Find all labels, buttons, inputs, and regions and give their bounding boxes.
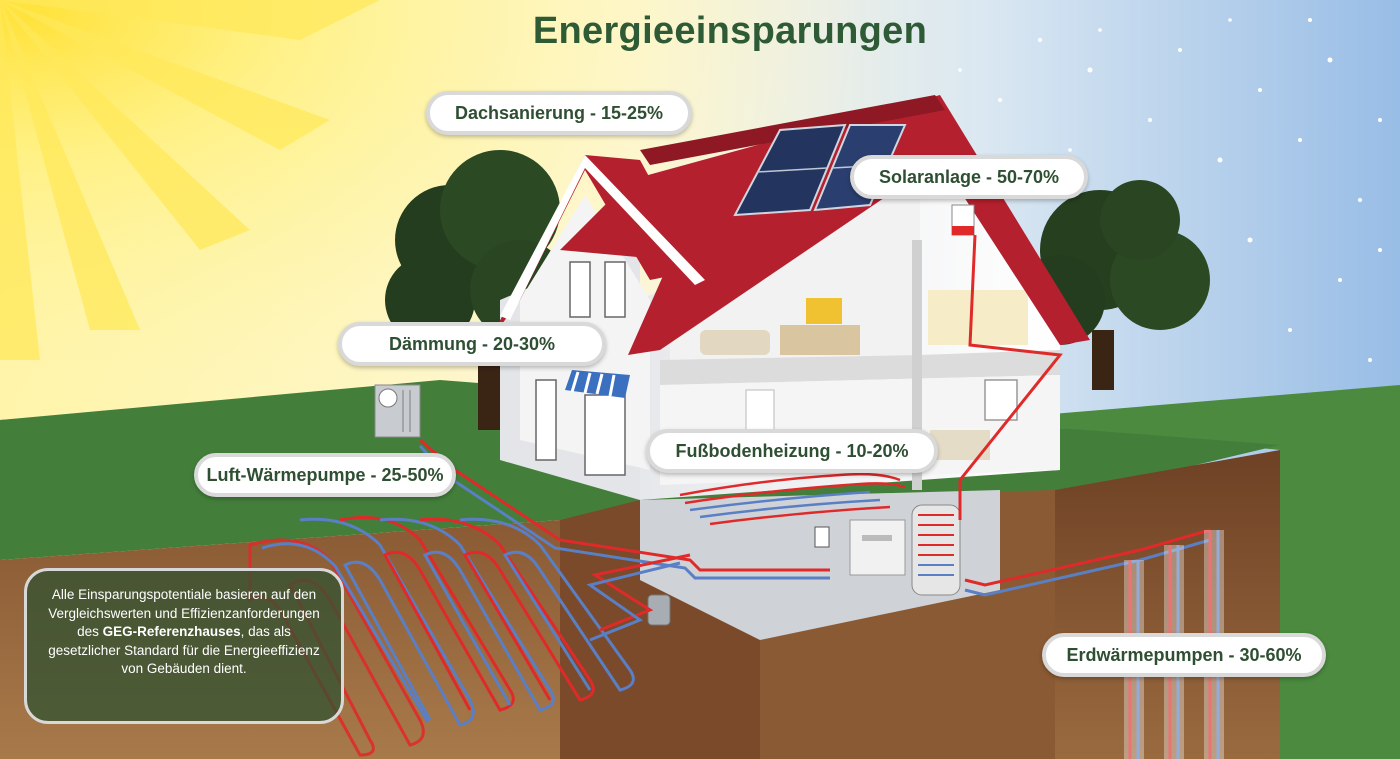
tv xyxy=(806,298,842,324)
fridge xyxy=(745,389,775,436)
awning-stripes xyxy=(570,371,616,397)
upper-floor-room xyxy=(670,170,920,360)
door xyxy=(535,379,557,461)
meter xyxy=(814,526,830,548)
patio-door xyxy=(584,394,626,476)
indoor-heat-pump xyxy=(849,519,906,576)
wall-divider xyxy=(912,240,922,490)
label-dachsanierung: Dachsanierung - 15-25% xyxy=(426,91,692,135)
label-solaranlage-text: Solaranlage - 50-70% xyxy=(878,166,1060,187)
note-text-part1: Alle Einsparungspotentiale basieren auf … xyxy=(48,587,320,639)
label-erdwaermepumpen: Erdwärmepumpen - 30-60% xyxy=(1042,633,1326,677)
soil-right-face xyxy=(1055,450,1280,759)
sun-rays xyxy=(0,0,380,360)
note-text-part2: , das als gesetzlicher Standard für die … xyxy=(48,624,320,676)
soil-front xyxy=(560,500,760,759)
label-daemmung: Dämmung - 20-30% xyxy=(338,322,606,366)
label-luft-waermepumpe-text: Luft-Wärmepumpe - 25-50% xyxy=(206,464,444,485)
window-right xyxy=(984,379,1018,421)
label-daemmung-text: Dämmung - 20-30% xyxy=(388,333,556,354)
info-note: Alle Einsparungspotentiale basieren auf … xyxy=(24,568,344,724)
gable-trim xyxy=(500,155,705,320)
front-gable-roof xyxy=(490,155,700,340)
note-text-bold: GEG-Referenzhauses xyxy=(102,624,241,639)
tv-stand xyxy=(780,325,860,355)
label-dachsanierung-text: Dachsanierung - 15-25% xyxy=(454,102,664,123)
label-erdwaermepumpen-text: Erdwärmepumpen - 30-60% xyxy=(1066,644,1302,665)
air-heat-pump-unit xyxy=(374,384,421,438)
page-title: Energieeinsparungen xyxy=(532,10,928,52)
label-fussbodenheizung-text: Fußbodenheizung - 10-20% xyxy=(675,440,909,461)
label-fussbodenheizung: Fußbodenheizung - 10-20% xyxy=(646,429,938,473)
window-upper-right xyxy=(604,261,626,318)
upper-floor-slab xyxy=(660,350,1060,385)
floor-heating-pipes xyxy=(679,472,906,526)
storage-tank xyxy=(911,504,961,596)
label-luft-waermepumpe: Luft-Wärmepumpe - 25-50% xyxy=(194,453,456,497)
label-solaranlage: Solaranlage - 50-70% xyxy=(850,155,1088,199)
brick-wall xyxy=(928,290,1028,345)
sofa xyxy=(700,330,770,355)
basement-hole xyxy=(640,490,1000,640)
window-upper-left xyxy=(569,261,591,318)
